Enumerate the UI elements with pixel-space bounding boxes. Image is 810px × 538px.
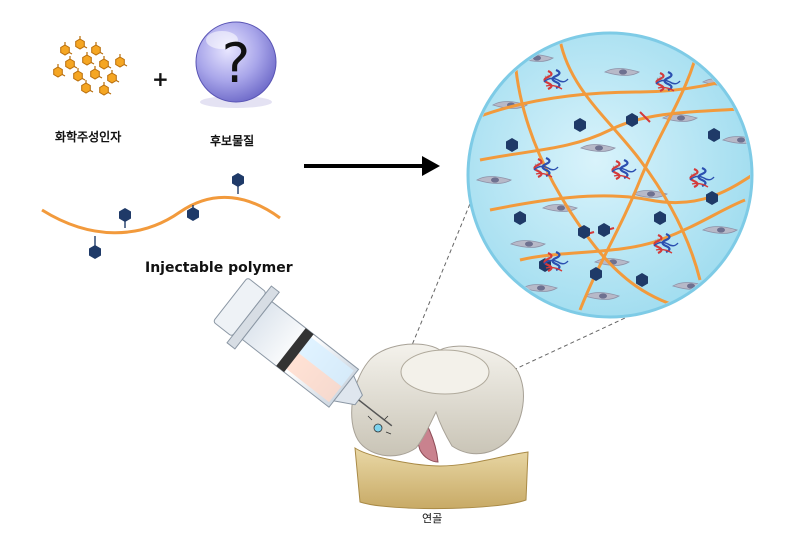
candidate-label: 후보물질 bbox=[210, 133, 254, 148]
chemoattractant-label: 화학주성인자 bbox=[55, 129, 121, 144]
plus-sign: + bbox=[152, 67, 169, 91]
polymer-label: Injectable polymer bbox=[145, 260, 293, 276]
polymer-chain-icon bbox=[41, 173, 281, 259]
cartilage-label: 연골 bbox=[422, 512, 442, 525]
chemoattractant-cluster-icon bbox=[53, 35, 128, 96]
knee-joint-illustration bbox=[351, 343, 529, 510]
question-mark: ? bbox=[222, 32, 251, 95]
syringe-icon bbox=[213, 278, 393, 427]
hydrogel-magnified-sphere bbox=[466, 31, 754, 319]
candidate-question-ball-icon bbox=[195, 21, 277, 108]
process-arrow-icon bbox=[304, 156, 440, 176]
